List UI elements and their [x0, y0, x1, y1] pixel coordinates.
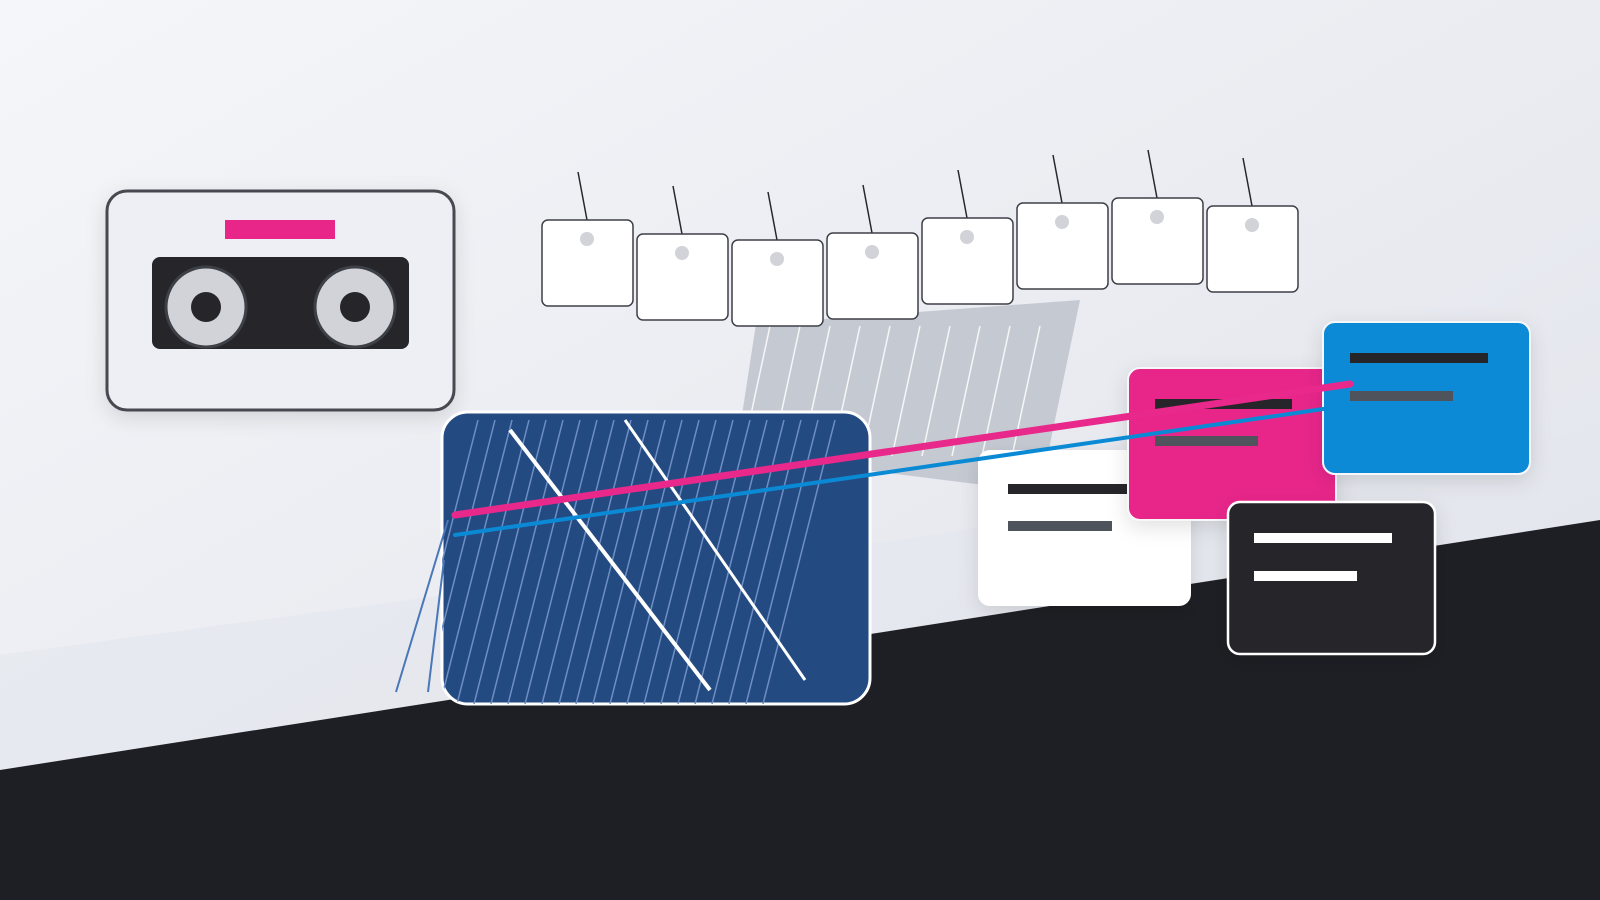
- tag-string: [957, 169, 968, 219]
- dark-floor: [0, 520, 1600, 900]
- navy-diagonal-line-1: [508, 428, 712, 692]
- hanging-tag-icon: [636, 185, 729, 321]
- tag-body: [1111, 197, 1204, 285]
- dark-card-line-2: [1254, 571, 1357, 581]
- blue-card-line-1: [1350, 353, 1488, 363]
- tag-string: [767, 191, 778, 241]
- navy-diagonal-line-2: [623, 419, 807, 681]
- navy-stripe: [442, 419, 513, 704]
- navy-stripe: [456, 419, 530, 704]
- gray-sheet-stripe: [891, 325, 921, 457]
- navy-stripe: [626, 419, 700, 704]
- hanging-tag-icon: [1111, 149, 1204, 285]
- tag-body: [731, 239, 824, 327]
- hanging-tag-icon: [541, 171, 634, 307]
- navy-stripe: [524, 419, 598, 704]
- hanging-tag-icon: [826, 184, 919, 320]
- tag-string: [672, 185, 683, 235]
- tag-hole: [675, 246, 689, 260]
- navy-stripe: [660, 419, 734, 704]
- navy-stripe: [643, 419, 717, 704]
- tag-string: [862, 184, 873, 234]
- tag-body: [1016, 202, 1109, 290]
- hanging-tags-row: [541, 149, 1299, 327]
- navy-stripe: [762, 419, 836, 704]
- navy-stripe: [677, 419, 751, 704]
- gray-sheet-stripe: [951, 325, 981, 457]
- navy-stripe: [694, 419, 768, 704]
- tag-string: [1147, 149, 1158, 199]
- dark-card-line-1: [1254, 533, 1392, 543]
- tag-hole: [1245, 218, 1259, 232]
- hanging-tag-icon: [1206, 157, 1299, 293]
- tag-body: [541, 219, 634, 307]
- tag-string: [577, 171, 588, 221]
- tag-body: [921, 217, 1014, 305]
- pink-connector-line: [451, 380, 1354, 519]
- navy-stripe: [558, 419, 632, 704]
- navy-stripe: [473, 419, 547, 704]
- hanging-tag-icon: [731, 191, 824, 327]
- navy-stripe: [592, 419, 666, 704]
- gray-sheet-stripe: [921, 325, 951, 457]
- tag-body: [636, 233, 729, 321]
- navy-stripe: [442, 419, 479, 704]
- navy-stripe: [507, 419, 581, 704]
- dark-message-card: [1226, 500, 1437, 656]
- tag-body: [1206, 205, 1299, 293]
- navy-stripe: [745, 419, 819, 704]
- right-reel-icon: [313, 265, 397, 349]
- left-reel-icon: [164, 265, 248, 349]
- tag-hole: [1150, 210, 1164, 224]
- tag-hole: [960, 230, 974, 244]
- white-card-line-2: [1008, 521, 1112, 531]
- tag-hole: [770, 252, 784, 266]
- white-card-line-1: [1008, 484, 1128, 494]
- tag-string: [1052, 154, 1063, 204]
- cassette-label-strip: [225, 220, 335, 239]
- navy-stripe: [442, 419, 496, 704]
- blue-message-card: [1322, 321, 1531, 475]
- blue-card-line-2: [1350, 391, 1453, 401]
- hanging-tag-icon: [1016, 154, 1109, 290]
- tag-hole: [1055, 215, 1069, 229]
- navy-stripe: [609, 419, 683, 704]
- pink-card-line-2: [1155, 436, 1258, 446]
- navy-left-stroke-2: [427, 559, 445, 693]
- tag-hole: [580, 232, 594, 246]
- tag-string: [1242, 157, 1253, 207]
- hanging-tag-icon: [921, 169, 1014, 305]
- tag-hole: [865, 245, 879, 259]
- tag-body: [826, 232, 919, 320]
- navy-left-stroke-1: [395, 519, 449, 693]
- blue-connector-line: [453, 406, 1332, 537]
- navy-stripe: [541, 419, 615, 704]
- navy-striped-card: [395, 410, 872, 706]
- navy-stripe: [490, 419, 564, 704]
- cassette-tape-icon: [105, 189, 456, 412]
